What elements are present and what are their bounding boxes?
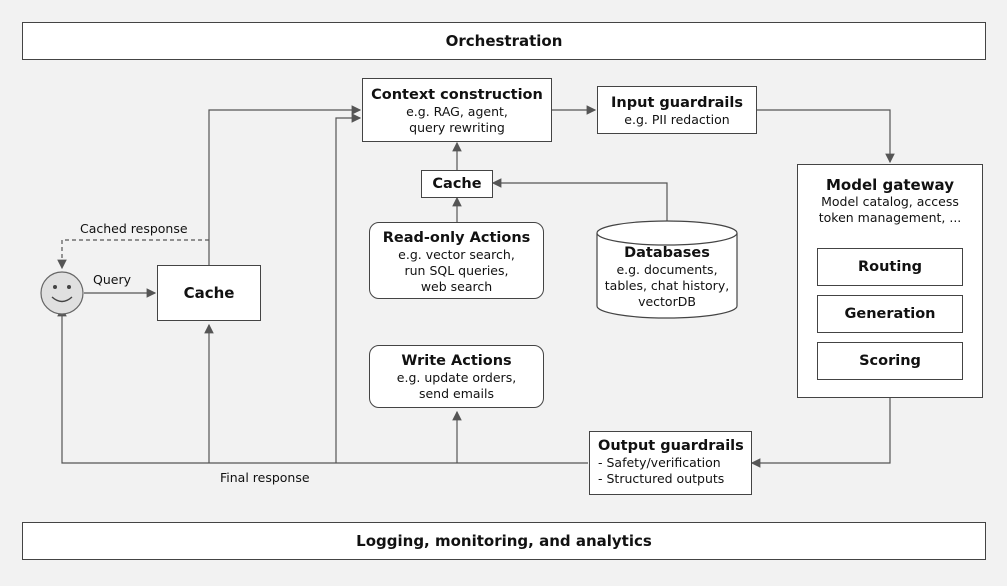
output-guardrails-line: - Structured outputs — [598, 471, 725, 486]
read-only-line: e.g. vector search, — [398, 247, 515, 262]
query-label: Query — [93, 272, 131, 287]
write-actions-title: Write Actions — [401, 353, 512, 369]
arrow-gateway-to-output — [750, 398, 891, 468]
input-guardrails-line: e.g. PII redaction — [624, 112, 730, 127]
generation-label: Generation — [844, 306, 936, 322]
final-response-label: Final response — [220, 470, 310, 485]
read-only-line: run SQL queries, — [404, 263, 509, 278]
cache-main-label: Cache — [183, 284, 235, 302]
databases-line: vectorDB — [638, 294, 696, 309]
input-guardrails-title: Input guardrails — [611, 95, 743, 111]
arrow-final-to-context — [335, 113, 362, 463]
arrow-final-response — [57, 306, 588, 464]
logging-label: Logging, monitoring, and analytics — [356, 532, 652, 550]
model-gateway-title: Model gateway — [825, 176, 954, 194]
cache-small-box: Cache — [421, 170, 493, 198]
cached-response-label: Cached response — [80, 221, 188, 236]
model-gateway-box: Model gateway Model catalog, access toke… — [797, 164, 983, 398]
cache-main-box: Cache — [157, 265, 261, 321]
databases-cylinder — [596, 220, 738, 319]
generation-box: Generation — [817, 295, 963, 333]
context-line: e.g. RAG, agent, — [406, 104, 508, 119]
arrow-input-to-gateway — [757, 109, 895, 164]
read-only-line: web search — [420, 279, 493, 294]
context-title: Context construction — [371, 87, 543, 103]
write-actions-box: Write Actions e.g. update orders, send e… — [369, 345, 544, 408]
orchestration-bar: Orchestration — [22, 22, 986, 60]
arrow-db-to-cache — [491, 178, 668, 228]
databases-title: Databases — [624, 245, 710, 261]
write-actions-line: e.g. update orders, — [396, 370, 517, 385]
context-construction-box: Context construction e.g. RAG, agent, qu… — [362, 78, 552, 142]
write-actions-line: send emails — [418, 386, 495, 401]
arrow-cached-response — [57, 239, 209, 270]
databases-text: Databases e.g. documents, tables, chat h… — [597, 244, 737, 310]
model-gateway-line: Model catalog, access — [821, 194, 959, 209]
routing-box: Routing — [817, 248, 963, 286]
input-guardrails-box: Input guardrails e.g. PII redaction — [597, 86, 757, 134]
model-gateway-line: token management, ... — [818, 210, 962, 225]
read-only-actions-box: Read-only Actions e.g. vector search, ru… — [369, 222, 544, 299]
output-guardrails-title: Output guardrails — [598, 438, 744, 454]
context-line: query rewriting — [409, 120, 505, 135]
databases-line: e.g. documents, — [616, 262, 718, 277]
scoring-box: Scoring — [817, 342, 963, 380]
output-guardrails-line: - Safety/verification — [598, 455, 721, 470]
user-smiley-icon — [40, 271, 84, 315]
databases-line: tables, chat history, — [604, 278, 730, 293]
scoring-label: Scoring — [859, 353, 921, 369]
output-guardrails-box: Output guardrails - Safety/verification … — [589, 431, 752, 495]
read-only-title: Read-only Actions — [382, 230, 531, 246]
arrow-cache-to-context — [208, 105, 362, 265]
routing-label: Routing — [857, 259, 923, 275]
cache-small-label: Cache — [432, 176, 482, 192]
logging-bar: Logging, monitoring, and analytics — [22, 522, 986, 560]
orchestration-label: Orchestration — [445, 32, 563, 50]
